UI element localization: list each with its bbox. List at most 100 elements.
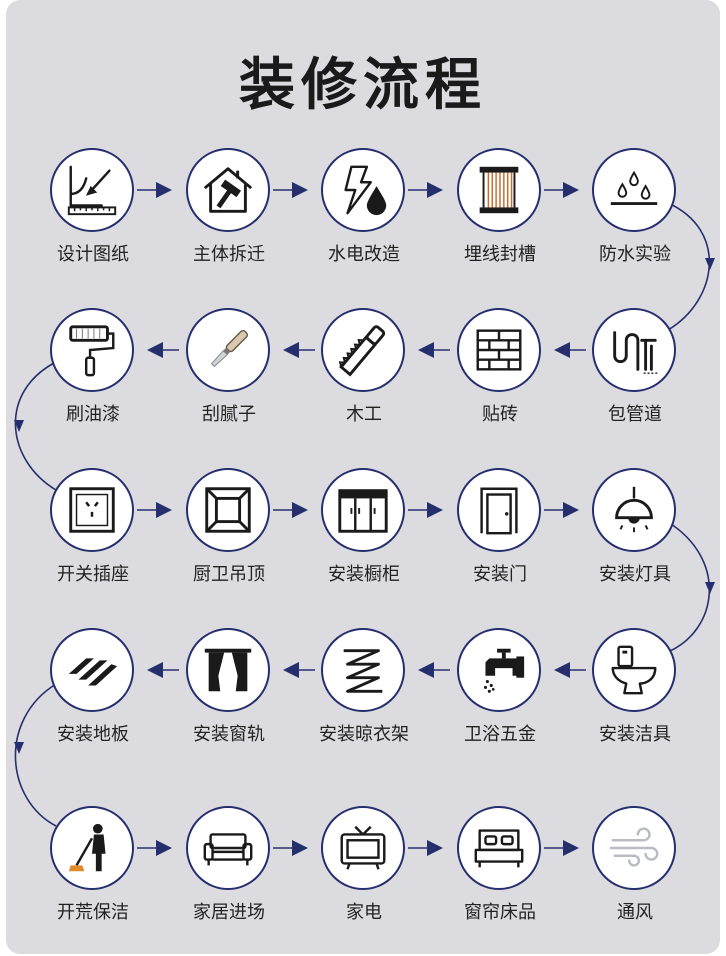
pendant-lamp-icon bbox=[615, 486, 653, 533]
step-label: 家电 bbox=[346, 902, 382, 923]
paint-roller-icon bbox=[69, 325, 115, 377]
step-circle bbox=[321, 806, 405, 890]
step-lamp: 安装灯具 bbox=[575, 468, 695, 618]
step-door: 安装门 bbox=[440, 468, 560, 618]
step-label: 通风 bbox=[617, 902, 653, 923]
step-circle bbox=[321, 148, 405, 232]
step-label: 安装洁具 bbox=[599, 724, 671, 745]
step-floor: 安装地板 bbox=[33, 628, 153, 778]
step-painting: 刷油漆 bbox=[33, 308, 153, 458]
page-title: 装修流程 bbox=[239, 53, 487, 118]
step-circle bbox=[186, 148, 270, 232]
step-label: 水电改造 bbox=[328, 244, 400, 265]
wind-icon bbox=[609, 827, 659, 867]
step-wiring: 埋线封槽 bbox=[440, 148, 560, 298]
step-curtain-rail: 安装窗轨 bbox=[169, 628, 289, 778]
step-circle bbox=[186, 468, 270, 552]
brick-wall-icon bbox=[476, 329, 522, 371]
step-label: 安装灯具 bbox=[599, 564, 671, 585]
step-circle bbox=[457, 806, 541, 890]
sweeping-person-icon bbox=[68, 823, 106, 872]
tv-icon bbox=[340, 825, 386, 870]
step-drying-rack: 安装晾衣架 bbox=[304, 628, 424, 778]
step-switch-socket: 开关插座 bbox=[33, 468, 153, 618]
step-circle bbox=[592, 806, 676, 890]
floor-planks-icon bbox=[68, 658, 118, 686]
step-circle bbox=[186, 806, 270, 890]
step-label: 卫浴五金 bbox=[464, 724, 536, 745]
step-demolition: 主体拆迁 bbox=[169, 148, 289, 298]
step-tiling: 贴砖 bbox=[440, 308, 560, 458]
toilet-icon bbox=[611, 645, 657, 695]
step-label: 安装晾衣架 bbox=[319, 724, 409, 745]
step-circle bbox=[186, 308, 270, 392]
step-circle bbox=[457, 468, 541, 552]
step-label: 防水实验 bbox=[599, 244, 671, 265]
step-water-electric: 水电改造 bbox=[304, 148, 424, 298]
sofa-icon bbox=[203, 833, 253, 866]
water-electric-icon bbox=[344, 165, 387, 216]
waterproof-drops-icon bbox=[610, 170, 658, 205]
chisel-icon bbox=[210, 329, 249, 368]
step-label: 开荒保洁 bbox=[57, 902, 129, 923]
step-circle bbox=[592, 468, 676, 552]
step-pipe: 包管道 bbox=[575, 308, 695, 458]
step-label: 主体拆迁 bbox=[193, 244, 265, 265]
step-circle bbox=[457, 628, 541, 712]
step-label: 包管道 bbox=[608, 404, 662, 425]
step-bath-hardware: 卫浴五金 bbox=[440, 628, 560, 778]
step-label: 设计图纸 bbox=[57, 244, 129, 265]
house-hammer-icon bbox=[203, 167, 253, 213]
step-label: 安装橱柜 bbox=[328, 564, 400, 585]
step-label: 窗帘床品 bbox=[464, 902, 536, 923]
step-label: 厨卫吊顶 bbox=[193, 564, 265, 585]
step-carpentry: 木工 bbox=[304, 308, 424, 458]
step-bedding: 窗帘床品 bbox=[440, 806, 560, 956]
step-label: 埋线封槽 bbox=[464, 244, 536, 265]
step-circle bbox=[50, 806, 134, 890]
step-ceiling: 厨卫吊顶 bbox=[169, 468, 289, 618]
step-appliances: 家电 bbox=[304, 806, 424, 956]
step-label: 安装门 bbox=[473, 564, 527, 585]
step-circle bbox=[457, 148, 541, 232]
step-label: 贴砖 bbox=[482, 404, 518, 425]
step-waterproof: 防水实验 bbox=[575, 148, 695, 298]
pipe-icon bbox=[613, 331, 658, 374]
step-circle bbox=[321, 468, 405, 552]
design-drawing-icon bbox=[67, 165, 117, 216]
step-circle bbox=[592, 308, 676, 392]
step-label: 木工 bbox=[346, 404, 382, 425]
ceiling-frame-icon bbox=[205, 487, 251, 533]
step-circle bbox=[592, 148, 676, 232]
step-putty: 刮腻子 bbox=[169, 308, 289, 458]
step-furniture: 家居进场 bbox=[169, 806, 289, 956]
step-circle bbox=[321, 308, 405, 392]
cabinet-icon bbox=[338, 489, 388, 533]
faucet-icon bbox=[483, 648, 525, 693]
step-label: 家居进场 bbox=[193, 902, 265, 923]
step-circle bbox=[321, 628, 405, 712]
step-label: 安装窗轨 bbox=[193, 724, 265, 745]
step-design-drawing: 设计图纸 bbox=[33, 148, 153, 298]
step-sanitary: 安装洁具 bbox=[575, 628, 695, 778]
wire-spool-icon bbox=[479, 166, 519, 214]
curtain-icon bbox=[204, 648, 252, 692]
step-circle bbox=[186, 628, 270, 712]
step-cleaning: 开荒保洁 bbox=[33, 806, 153, 956]
step-circle bbox=[50, 628, 134, 712]
saw-icon bbox=[338, 325, 386, 377]
step-circle bbox=[50, 468, 134, 552]
door-icon bbox=[480, 487, 518, 535]
step-label: 刷油漆 bbox=[66, 404, 120, 425]
bed-icon bbox=[474, 829, 524, 868]
step-cabinet: 安装橱柜 bbox=[304, 468, 424, 618]
step-circle bbox=[592, 628, 676, 712]
drying-rack-icon bbox=[343, 649, 383, 693]
step-label: 刮腻子 bbox=[202, 404, 256, 425]
power-socket-icon bbox=[69, 487, 115, 533]
step-label: 开关插座 bbox=[57, 564, 129, 585]
step-circle bbox=[50, 308, 134, 392]
step-label: 安装地板 bbox=[57, 724, 129, 745]
step-circle bbox=[50, 148, 134, 232]
